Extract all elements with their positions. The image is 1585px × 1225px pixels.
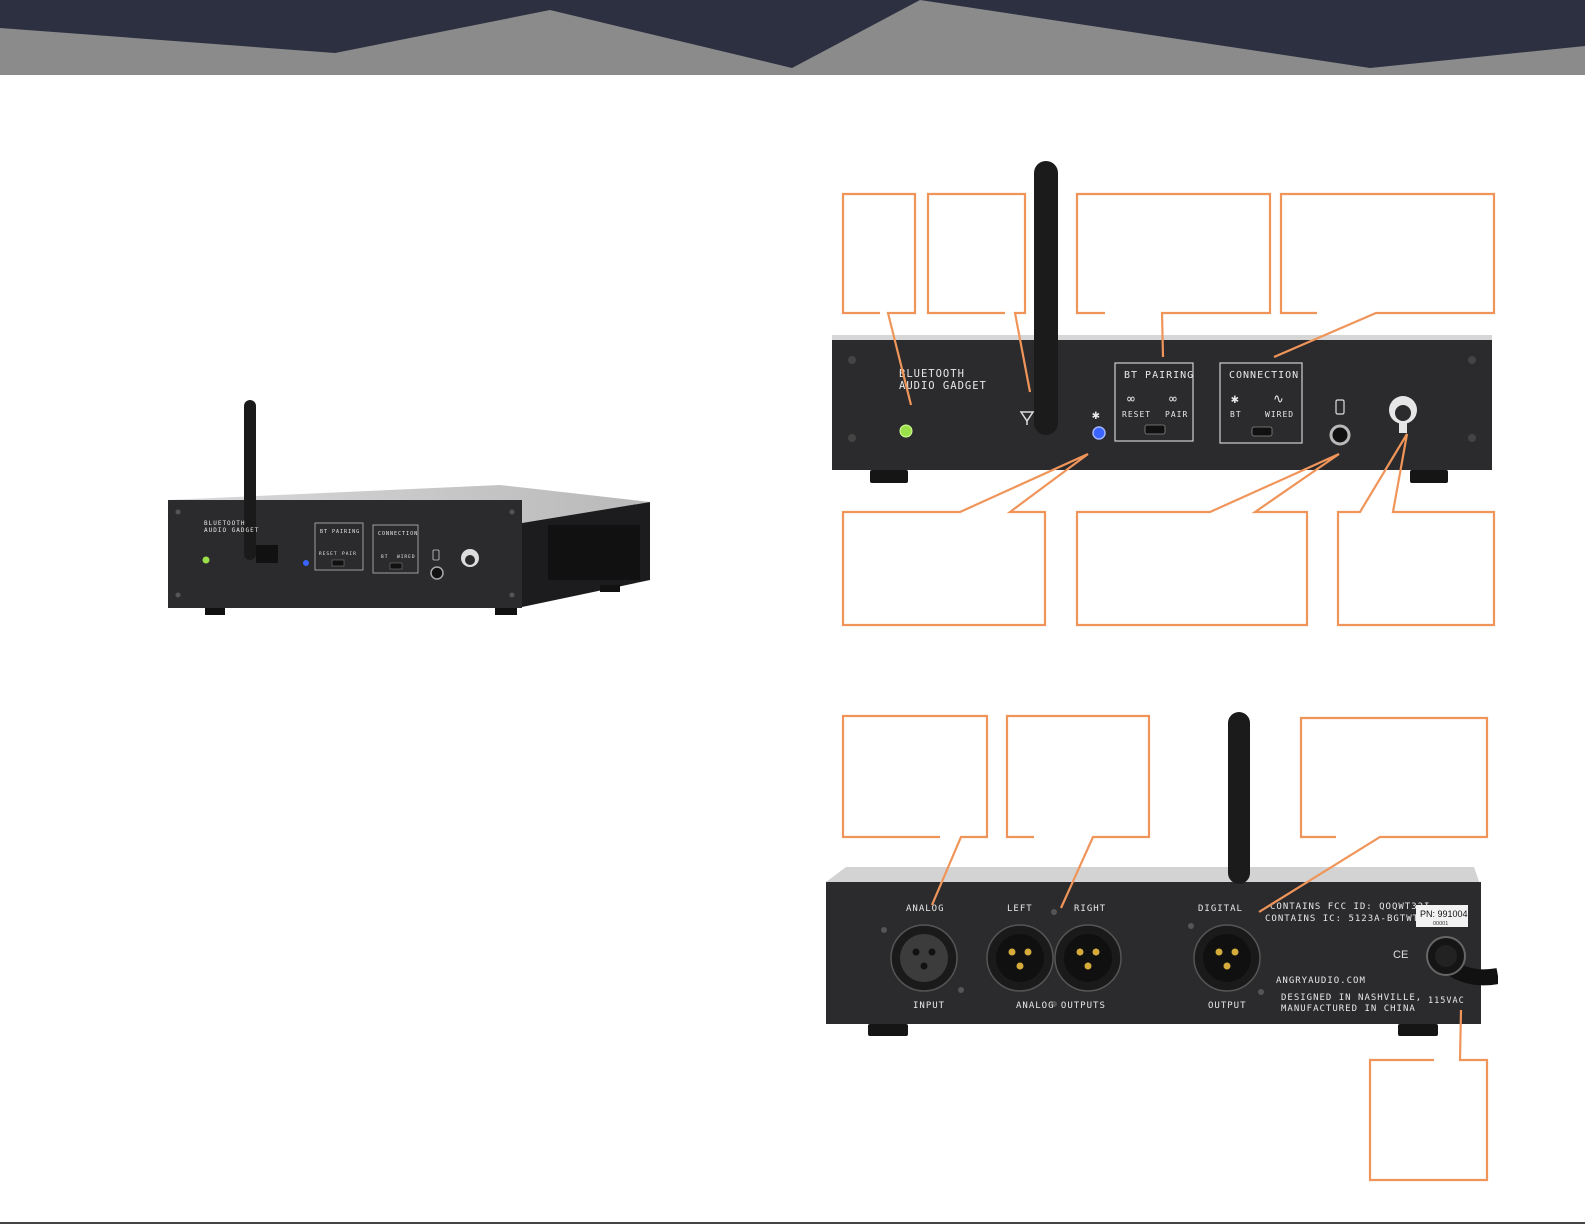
headphone-jack [430,566,444,580]
svg-text:PN: 991004: PN: 991004 [1420,909,1468,919]
power-led [899,424,913,438]
power-inlet[interactable] [1426,936,1498,986]
svg-text:RESET: RESET [319,551,338,557]
svg-text:CE: CE [1393,949,1408,961]
svg-text:DESIGNED IN NASHVILLE,: DESIGNED IN NASHVILLE, [1281,993,1422,1003]
svg-text:INPUT: INPUT [913,1001,945,1011]
svg-text:RIGHT: RIGHT [1074,904,1106,914]
callout-analog-input [841,714,989,906]
part-number-label [1416,905,1468,927]
svg-text:RESET: RESET [1122,410,1151,419]
svg-text:AUDIO GADGET: AUDIO GADGET [204,527,259,534]
svg-text:BT PAIRING: BT PAIRING [320,529,360,535]
svg-text:BT: BT [381,554,388,560]
wired-icon: ∿ [1273,392,1285,407]
callout-connection [1273,192,1496,359]
svg-text:MANUFACTURED IN CHINA: MANUFACTURED IN CHINA [1281,1004,1416,1014]
callout-bt-led [841,452,1089,627]
svg-text:ANGRYAUDIO.COM: ANGRYAUDIO.COM [1276,976,1366,986]
svg-text:ANALOG OUTPUTS: ANALOG OUTPUTS [1016,1001,1106,1011]
svg-text:DIGITAL: DIGITAL [1198,904,1243,914]
svg-text:ANALOG: ANALOG [906,904,945,914]
bt-pairing-panel [1114,362,1194,442]
analog-input-xlr[interactable] [890,924,958,992]
front-panel [832,340,1492,470]
unlink-icon: ∞ [1127,392,1136,407]
svg-text:WIRED: WIRED [1265,410,1294,419]
callout-digital-output [1258,716,1489,913]
callout-antenna [926,192,1032,393]
left-output-xlr[interactable] [986,924,1054,992]
power-led [202,556,210,564]
svg-text:CONTAINS IC: 5123A-BGTWT32I: CONTAINS IC: 5123A-BGTWT32I [1265,914,1438,924]
callout-power-inlet [1368,1009,1489,1182]
bt-led [1092,426,1106,440]
connection-switch[interactable] [1251,426,1273,437]
svg-text:BLUETOOTH: BLUETOOTH [899,368,965,380]
digital-output-xlr[interactable] [1193,924,1261,992]
bt-led [303,560,309,566]
antenna [1034,161,1058,435]
angry-audio-logo-icon [1389,396,1417,433]
link-icon: ∞ [1169,392,1178,407]
bluetooth-icon: ✱ [1092,408,1101,423]
antenna [1228,712,1250,884]
headphone-jack[interactable] [1329,424,1351,446]
callout-analog-outputs [1005,714,1151,909]
phone-icon [1335,399,1345,415]
svg-text:00001: 00001 [1433,921,1448,927]
svg-text:WIRED: WIRED [397,554,416,560]
svg-text:BLUETOOTH: BLUETOOTH [204,520,246,527]
right-output-xlr[interactable] [1054,924,1122,992]
bt-pairing-switch[interactable] [1144,424,1166,435]
connection-panel [1219,362,1303,444]
side-vents [548,525,640,580]
header-banner [0,0,1585,75]
svg-text:LEFT: LEFT [1007,904,1033,914]
svg-text:CONTAINS FCC ID: QOQWT32I: CONTAINS FCC ID: QOQWT32I [1270,902,1430,912]
rear-panel-photo: ANALOG LEFT RIGHT DIGITAL CONTAINS FCC I… [826,712,1498,1036]
callout-bt-pairing [1075,192,1272,358]
callout-power-led [841,192,917,406]
svg-text:BT: BT [1230,410,1242,419]
antenna-icon [1019,411,1035,425]
svg-text:AUDIO GADGET: AUDIO GADGET [899,380,987,392]
antenna [244,400,256,560]
footer-rule [0,1222,1585,1224]
bluetooth-icon: ✱ [1231,392,1240,407]
svg-text:CONNECTION: CONNECTION [378,531,418,537]
svg-text:BT PAIRING: BT PAIRING [1124,370,1194,381]
product-photo-angled: BLUETOOTH AUDIO GADGET BT PAIRING RESET … [168,400,650,615]
svg-text:PAIR: PAIR [1165,410,1188,419]
svg-text:115VAC: 115VAC [1428,996,1465,1006]
svg-text:PAIR: PAIR [342,551,357,557]
callout-headphone-jack [1075,452,1340,627]
svg-text:CONNECTION: CONNECTION [1229,370,1299,381]
callout-logo [1336,433,1496,627]
front-panel-photo: BLUETOOTH AUDIO GADGET ✱ BT PAIRING ∞ ∞ … [832,161,1492,483]
phone-icon [432,549,440,561]
svg-text:OUTPUT: OUTPUT [1208,1001,1247,1011]
